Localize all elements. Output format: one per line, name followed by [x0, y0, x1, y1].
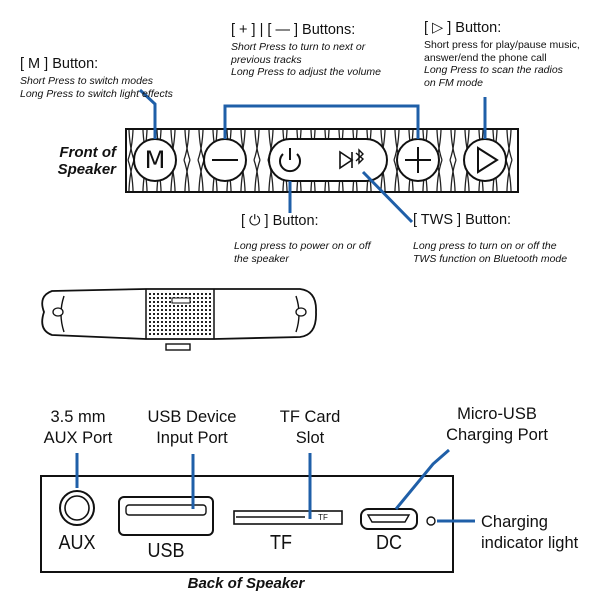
micro-usb-title-line: Micro-USB: [457, 405, 537, 423]
micro-usb-port[interactable]: [360, 508, 418, 530]
tws-button-desc-line: TWS function on Bluetooth mode: [413, 252, 568, 265]
play-button-title: [ ▷ ] Button:: [424, 20, 502, 36]
back-callouts: [75, 448, 475, 523]
tf-slot-title-line: Slot: [295, 429, 325, 447]
tf-panel-label: TF: [270, 530, 292, 554]
tws-button-desc-line: Long press to turn on or off the: [413, 240, 557, 252]
speaker-side-view: [41, 288, 317, 351]
play-button-desc-line: on FM mode: [424, 76, 483, 89]
tws-button-desc: Long press to turn on or off the TWS fun…: [413, 240, 567, 265]
play-button[interactable]: [463, 138, 507, 182]
micro-usb-title: Micro-USB Charging Port: [432, 404, 562, 446]
tf-slot-title: TF Card Slot: [265, 407, 355, 449]
play-button-desc-line: answer/end the phone call: [424, 51, 547, 64]
m-button-desc: Short Press to switch modes Long Press t…: [20, 75, 173, 100]
back-of-speaker-label: Back of Speaker: [187, 575, 305, 592]
m-button-title: [ M ] Button:: [20, 56, 99, 72]
front-callouts: [138, 88, 487, 224]
play-button-desc-line: Long Press to scan the radios: [424, 64, 563, 76]
play-button-desc: Short press for play/pause music, answer…: [424, 39, 580, 89]
aux-port-title: 3.5 mm AUX Port: [30, 407, 126, 449]
charging-indicator-label-line: Charging: [481, 513, 548, 531]
m-button-desc-line: Long Press to switch light effects: [20, 87, 173, 100]
m-button-desc-line: Short Press to switch modes: [20, 75, 154, 87]
tf-slot-title-line: TF Card: [279, 408, 341, 426]
charging-indicator-label-line: indicator light: [481, 534, 579, 552]
dc-panel-label: DC: [376, 530, 402, 554]
power-button-title: [ ⏻ ] Button:: [241, 213, 319, 229]
usb-port[interactable]: [118, 496, 214, 536]
tf-card-slot[interactable]: [233, 510, 343, 525]
aux-panel-label: AUX: [58, 530, 96, 554]
power-icon[interactable]: [279, 148, 301, 173]
back-panel: [40, 475, 454, 573]
plus-minus-desc: Short Press to turn to next or previous …: [231, 41, 381, 79]
front-of-speaker-label: Front of Speaker: [57, 144, 116, 178]
power-button-desc-line: Long press to power on or off: [234, 240, 371, 252]
plus-minus-desc-line: previous tracks: [231, 53, 302, 66]
usb-panel-label: USB: [147, 538, 185, 562]
m-button-glyph: M: [144, 146, 166, 174]
plus-minus-desc-line: Short Press to turn to next or: [231, 41, 366, 53]
tws-button-title: [ TWS ] Button:: [413, 212, 512, 228]
tws-icon[interactable]: [339, 148, 365, 170]
minus-button[interactable]: [203, 138, 247, 182]
micro-usb-title-line: Charging Port: [446, 426, 548, 444]
power-button-desc: Long press to power on or off the speake…: [234, 240, 371, 265]
plus-button[interactable]: [396, 138, 440, 182]
usb-port-title-line: Input Port: [156, 429, 228, 447]
play-button-desc-line: Short press for play/pause music,: [424, 39, 580, 51]
tf-slot-label: TF: [318, 513, 328, 522]
charging-indicator-light: [426, 516, 436, 526]
plus-minus-desc-line: Long Press to adjust the volume: [231, 66, 382, 78]
plus-minus-title: [ + ] | [ — ] Buttons:: [231, 22, 356, 38]
charging-indicator-label: Charging indicator light: [481, 512, 578, 554]
aux-port-title-line: 3.5 mm: [50, 408, 106, 426]
front-panel: [125, 128, 519, 193]
aux-port-title-line: AUX Port: [43, 429, 113, 447]
power-button-desc-line: the speaker: [234, 252, 289, 265]
power-tws-pill: [268, 138, 388, 182]
usb-port-title-line: USB Device: [147, 408, 237, 426]
aux-port[interactable]: [59, 490, 95, 526]
usb-port-title: USB Device Input Port: [134, 407, 250, 449]
